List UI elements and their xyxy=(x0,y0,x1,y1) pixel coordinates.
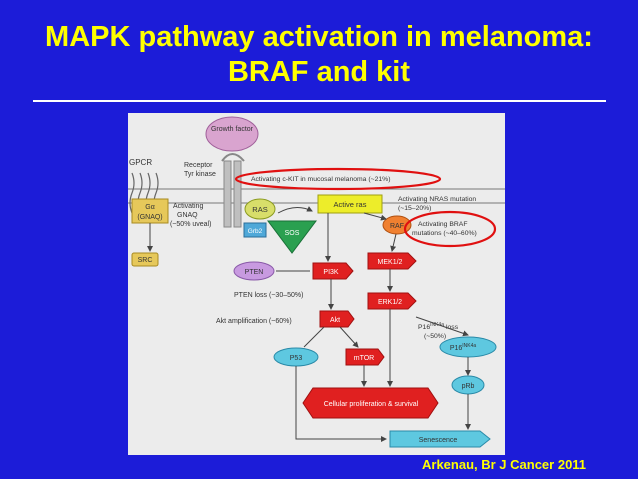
senescence-label: Senescence xyxy=(419,437,458,444)
pathway-diagram: GPCR Receptor Tyr kinase Growth factor A… xyxy=(128,116,505,448)
mek-node xyxy=(367,252,417,270)
activating-gnaq-line-2: GNAQ xyxy=(177,212,198,219)
erk-to-p16-arrow xyxy=(415,316,469,337)
growth-factor-label: Growth factor xyxy=(211,126,254,133)
raf-to-mek-arrow xyxy=(390,233,397,252)
grb2-node xyxy=(243,222,267,238)
p16-loss-label: P16 xyxy=(418,324,430,331)
activating-gnaq-line-3: (~50% uveal) xyxy=(170,221,211,228)
nras-annotation-line-1: Activating NRAS mutation xyxy=(398,196,476,203)
nras-annotation-line-2: (~15–20%) xyxy=(398,205,431,212)
sos-label: SOS xyxy=(285,230,300,237)
braf-annotation-line-1: Activating BRAF xyxy=(418,221,467,228)
ras-to-raf-arrow xyxy=(363,212,387,221)
gpcr-label: GPCR xyxy=(129,158,152,167)
ckit-highlight-ellipse xyxy=(234,167,442,191)
raf-label: RAF xyxy=(390,223,404,230)
proliferation-node xyxy=(302,387,439,419)
braf-highlight-ellipse xyxy=(403,210,497,248)
senescence-node xyxy=(389,430,491,448)
p16-loss-word: loss xyxy=(446,324,459,331)
akt-to-mtor-arrow xyxy=(339,326,359,348)
ga-label: Gα xyxy=(145,204,155,211)
pten-node xyxy=(233,261,275,281)
activating-gnaq-line-1: Activating xyxy=(173,203,203,210)
prb-label: pRb xyxy=(462,383,475,390)
erk-node xyxy=(367,292,417,310)
p16-loss-percent: (~50%) xyxy=(424,333,446,340)
citation: Arkenau, Br J Cancer 2011 xyxy=(422,457,587,472)
title-line-1: MAPK pathway activation in melanoma: xyxy=(45,21,593,53)
tyr-kinase-label: Tyr kinase xyxy=(184,171,216,178)
receptor-right-bar xyxy=(233,160,242,228)
src-node xyxy=(131,252,159,267)
pten-loss-annotation: PTEN loss (~30–50%) xyxy=(234,292,303,299)
pi3k-node xyxy=(312,262,354,280)
braf-annotation-line-2: mutations (~40–60%) xyxy=(412,230,477,237)
receptor-label: Receptor xyxy=(184,162,213,169)
gnaq-node xyxy=(131,198,169,224)
p16-loss-superscript: INK4a xyxy=(430,322,444,328)
p53-to-senescence-arrow xyxy=(295,366,387,442)
grb2-label: Grb2 xyxy=(248,228,263,235)
gnaq-label: (GNAQ) xyxy=(137,214,162,221)
receptor-left-bar xyxy=(223,160,232,228)
title-divider xyxy=(33,100,606,102)
ras-activation-arrow xyxy=(277,206,313,214)
mek-label: MEK1/2 xyxy=(378,259,403,266)
receptor-cap-shape xyxy=(221,153,245,162)
active-ras-label: Active ras xyxy=(334,200,367,209)
akt-amp-annotation: Akt amplification (~60%) xyxy=(216,318,292,325)
p16-label: P16 xyxy=(450,345,463,352)
growth-factor-node xyxy=(205,116,259,152)
akt-node xyxy=(319,310,355,328)
mtor-label: mTOR xyxy=(354,355,374,362)
mtor-node xyxy=(345,348,385,366)
ras-label: RAS xyxy=(252,205,267,214)
gpcr-helix-shape xyxy=(129,172,159,214)
ckit-annotation: Activating c-KIT in mucosal melanoma (~2… xyxy=(251,176,390,183)
src-label: SRC xyxy=(138,257,153,264)
p16-superscript: INK4a xyxy=(462,343,476,349)
akt-label: Akt xyxy=(330,317,340,324)
title-line-2: BRAF and kit xyxy=(227,56,411,88)
erk-label: ERK1/2 xyxy=(378,299,402,306)
slide-title: MAPK pathway activation in melanoma: BRA… xyxy=(0,20,638,90)
sos-node xyxy=(267,220,317,254)
p53-label: P53 xyxy=(290,355,303,362)
ras-node xyxy=(244,198,276,220)
pten-label: PTEN xyxy=(245,269,264,276)
active-ras-node xyxy=(317,194,383,214)
akt-to-p53-line xyxy=(303,326,325,348)
p16-text: P16INK4a xyxy=(450,343,477,352)
proliferation-label: Cellular proliferation & survival xyxy=(324,401,419,408)
pathway-figure: GPCR Receptor Tyr kinase Growth factor A… xyxy=(128,113,505,455)
pi3k-label: PI3K xyxy=(323,269,339,276)
